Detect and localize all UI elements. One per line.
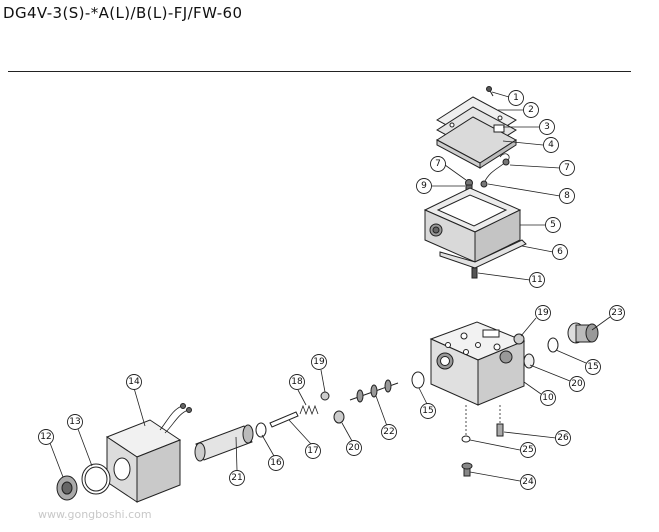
svg-text:25: 25 bbox=[522, 445, 533, 455]
svg-text:4: 4 bbox=[548, 140, 554, 150]
svg-text:8: 8 bbox=[564, 191, 570, 201]
callout-21: 21 bbox=[229, 470, 245, 486]
callout-12: 12 bbox=[38, 429, 54, 445]
callout-8: 8 bbox=[559, 188, 575, 204]
svg-text:16: 16 bbox=[270, 458, 282, 468]
svg-text:5: 5 bbox=[550, 220, 556, 230]
svg-text:18: 18 bbox=[291, 377, 303, 387]
svg-text:10: 10 bbox=[542, 393, 554, 403]
callout-19-right: 19 bbox=[535, 305, 551, 321]
callout-22: 22 bbox=[381, 424, 397, 440]
callout-3: 3 bbox=[539, 119, 555, 135]
callout-26: 26 bbox=[555, 430, 571, 446]
solenoid-housing-body bbox=[423, 187, 527, 279]
callout-7-left: 7 bbox=[430, 156, 446, 172]
callout-6: 6 bbox=[552, 244, 568, 260]
svg-text:12: 12 bbox=[40, 432, 51, 442]
callout-18: 18 bbox=[289, 374, 305, 390]
callout-14: 14 bbox=[126, 374, 142, 390]
svg-text:3: 3 bbox=[544, 122, 550, 132]
leader-lines bbox=[49, 91, 611, 482]
svg-text:15: 15 bbox=[422, 406, 433, 416]
svg-text:11: 11 bbox=[531, 275, 542, 285]
callout-20-right: 20 bbox=[569, 376, 585, 392]
callout-16: 16 bbox=[268, 455, 284, 471]
cover-plate-assembly bbox=[436, 86, 517, 169]
solenoid-tube bbox=[194, 371, 425, 462]
coil-assembly bbox=[105, 403, 192, 503]
title-divider bbox=[8, 71, 631, 72]
svg-text:21: 21 bbox=[231, 473, 242, 483]
watermark-text: www.gongboshi.com bbox=[38, 508, 152, 521]
svg-text:7: 7 bbox=[564, 163, 570, 173]
svg-text:2: 2 bbox=[528, 105, 534, 115]
callout-10: 10 bbox=[540, 390, 556, 406]
callout-9: 9 bbox=[416, 178, 432, 194]
callout-19-left: 19 bbox=[311, 354, 327, 370]
callout-4: 4 bbox=[543, 137, 559, 153]
callouts: 1 2 3 4 7 7 9 8 5 6 11 19 23 15 20 10 14… bbox=[38, 90, 625, 490]
callout-11: 11 bbox=[529, 272, 545, 288]
svg-text:15: 15 bbox=[587, 362, 598, 372]
callout-25: 25 bbox=[520, 442, 536, 458]
svg-text:14: 14 bbox=[128, 377, 140, 387]
callout-5: 5 bbox=[545, 217, 561, 233]
callout-15-right: 15 bbox=[585, 359, 601, 375]
svg-text:24: 24 bbox=[522, 477, 534, 487]
svg-text:17: 17 bbox=[307, 446, 318, 456]
svg-text:26: 26 bbox=[557, 433, 569, 443]
svg-text:19: 19 bbox=[313, 357, 325, 367]
svg-text:20: 20 bbox=[348, 443, 360, 453]
callout-13: 13 bbox=[67, 414, 83, 430]
valve-body bbox=[429, 321, 526, 406]
callout-20-left: 20 bbox=[346, 440, 362, 456]
svg-text:13: 13 bbox=[69, 417, 80, 427]
pins bbox=[461, 405, 504, 477]
callout-17: 17 bbox=[305, 443, 321, 459]
callout-2: 2 bbox=[523, 102, 539, 118]
callout-15-left: 15 bbox=[420, 403, 436, 419]
callout-23: 23 bbox=[609, 305, 625, 321]
svg-text:6: 6 bbox=[557, 247, 563, 257]
svg-text:23: 23 bbox=[611, 308, 622, 318]
svg-text:7: 7 bbox=[435, 159, 441, 169]
diagram-title: DG4V-3(S)-*A(L)/B(L)-FJ/FW-60 bbox=[3, 4, 243, 22]
right-plug-parts bbox=[513, 322, 599, 369]
svg-text:1: 1 bbox=[513, 93, 519, 103]
callout-1: 1 bbox=[508, 90, 524, 106]
svg-text:22: 22 bbox=[383, 427, 394, 437]
callout-7-right: 7 bbox=[559, 160, 575, 176]
callout-24: 24 bbox=[520, 474, 536, 490]
svg-text:9: 9 bbox=[421, 181, 427, 191]
nut-and-oring-left bbox=[56, 463, 111, 501]
svg-text:20: 20 bbox=[571, 379, 583, 389]
svg-text:19: 19 bbox=[537, 308, 549, 318]
